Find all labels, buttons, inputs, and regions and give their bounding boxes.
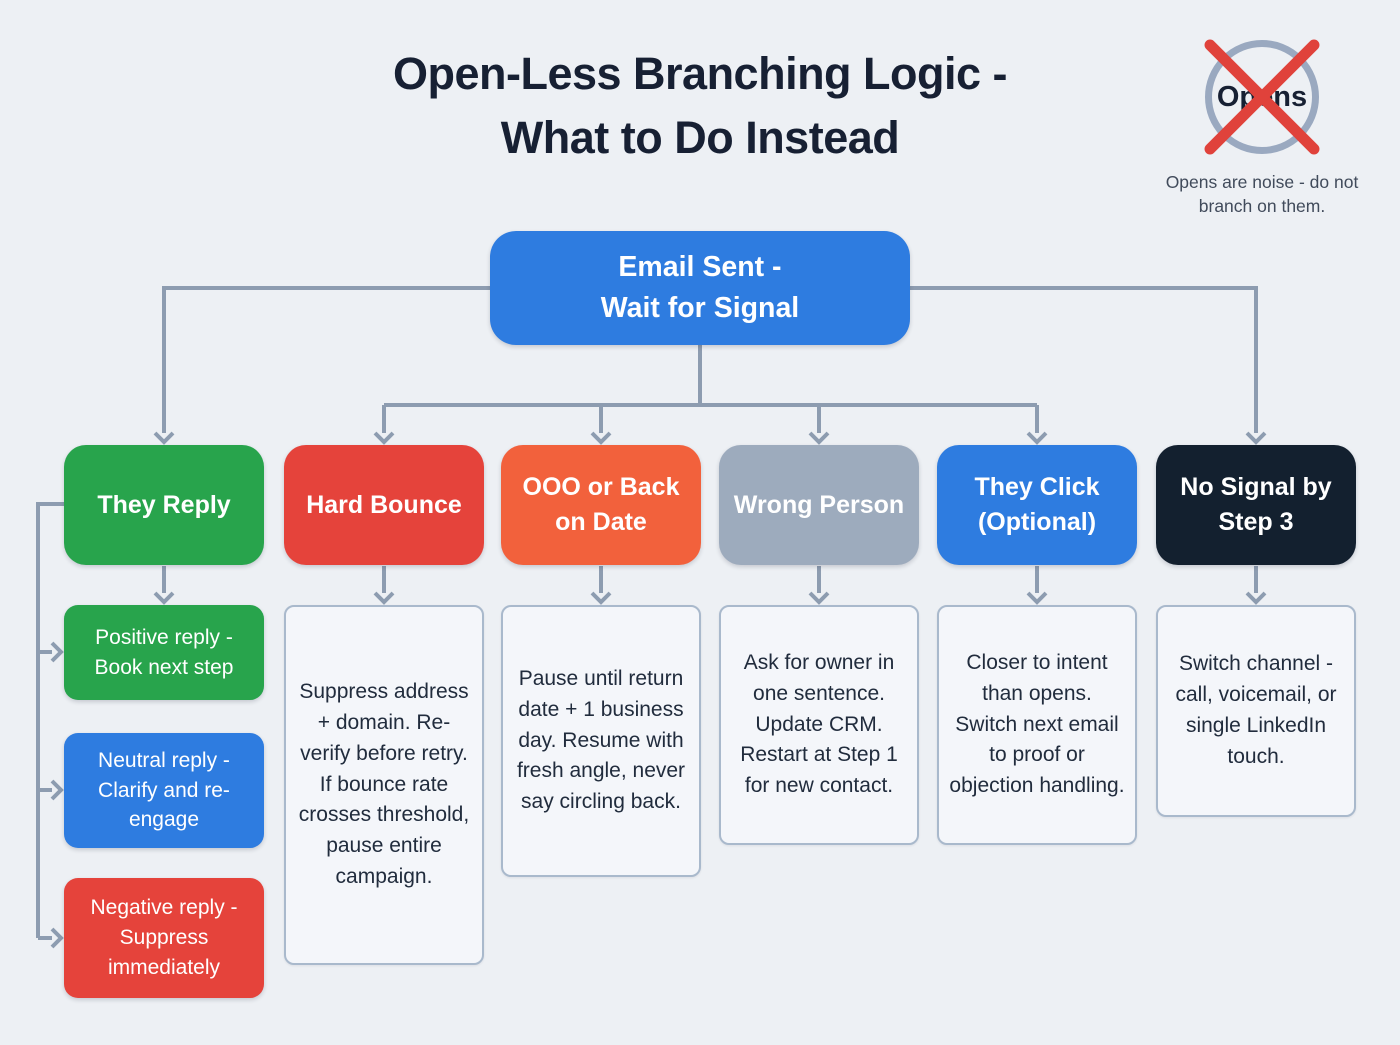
node-neutral-reply-label: Neutral reply - Clarify and re-engage [98,748,230,832]
node-ooo-back-on-date: OOO or Back on Date [501,445,701,565]
desc-wrong-person: Ask for owner in one sentence. Update CR… [719,605,919,845]
connector-root-to-no-signal [910,286,1258,433]
arrowhead-rail-negative [50,927,64,949]
node-neutral-reply: Neutral reply - Clarify and re-engage [64,733,264,848]
arrowhead-hard-bounce-desc [373,591,395,605]
desc-no-signal-text: Switch channel - call, voicemail, or sin… [1175,652,1337,768]
node-they-click-label: They Click (Optional) [974,473,1100,536]
node-they-click: They Click (Optional) [937,445,1137,565]
arrowhead-they-click [1026,431,1048,445]
arrowhead-wrong-person-desc [808,591,830,605]
arrowhead-they-click-desc [1026,591,1048,605]
desc-they-click-text: Closer to intent than opens. Switch next… [949,650,1125,798]
node-wrong-person: Wrong Person [719,445,919,565]
arrowhead-ooo-desc [590,591,612,605]
node-wrong-person-label: Wrong Person [733,490,905,519]
node-no-signal-label: No Signal by Step 3 [1180,473,1332,536]
arrowhead-positive [153,591,175,605]
node-no-signal: No Signal by Step 3 [1156,445,1356,565]
arrowhead-no-signal-desc [1245,591,1267,605]
opens-caption: Opens are noise - do not branch on them. [1165,172,1359,217]
connector-reply-rail [36,502,64,938]
desc-hard-bounce: Suppress address + domain. Re-verify bef… [284,605,484,965]
node-email-sent-label: Email Sent -Wait for Signal [600,250,800,324]
node-hard-bounce-label: Hard Bounce [306,490,462,519]
desc-they-click: Closer to intent than opens. Switch next… [937,605,1137,845]
page-title: Open-Less Branching Logic - What to Do In… [250,42,1150,170]
arrowhead-ooo [590,431,612,445]
desc-wrong-person-text: Ask for owner in one sentence. Update CR… [740,650,898,798]
desc-no-signal: Switch channel - call, voicemail, or sin… [1156,605,1356,817]
opens-crossed-circle-icon: Opens [1202,37,1322,157]
node-positive-reply: Positive reply - Book next step [64,605,264,700]
arrowhead-wrong-person [808,431,830,445]
node-they-reply: They Reply [64,445,264,565]
connector-root-to-they-reply [162,286,490,433]
node-positive-reply-label: Positive reply - Book next step [94,625,234,679]
desc-hard-bounce-text: Suppress address + domain. Re-verify bef… [298,679,470,889]
desc-ooo-back-on-date: Pause until return date + 1 business day… [501,605,701,877]
page-title-line1: Open-Less Branching Logic - [392,48,1008,99]
page-title-line2: What to Do Instead [500,111,900,163]
arrowhead-rail-positive [50,641,64,663]
arrowhead-hard-bounce [373,431,395,445]
opens-badge: Opens Opens are noise - do not branch on… [1160,37,1364,218]
node-they-reply-label: They Reply [97,490,231,519]
node-negative-reply-label: Negative reply - Suppress immediately [90,896,238,979]
arrowhead-rail-neutral [50,779,64,801]
node-ooo-label: OOO or Back on Date [522,473,680,536]
node-negative-reply: Negative reply - Suppress immediately [64,878,264,998]
node-email-sent: Email Sent -Wait for Signal [490,231,910,345]
desc-ooo-text: Pause until return date + 1 business day… [516,666,686,814]
arrowhead-no-signal [1245,431,1267,445]
arrowhead-they-reply [153,431,175,445]
node-hard-bounce: Hard Bounce [284,445,484,565]
